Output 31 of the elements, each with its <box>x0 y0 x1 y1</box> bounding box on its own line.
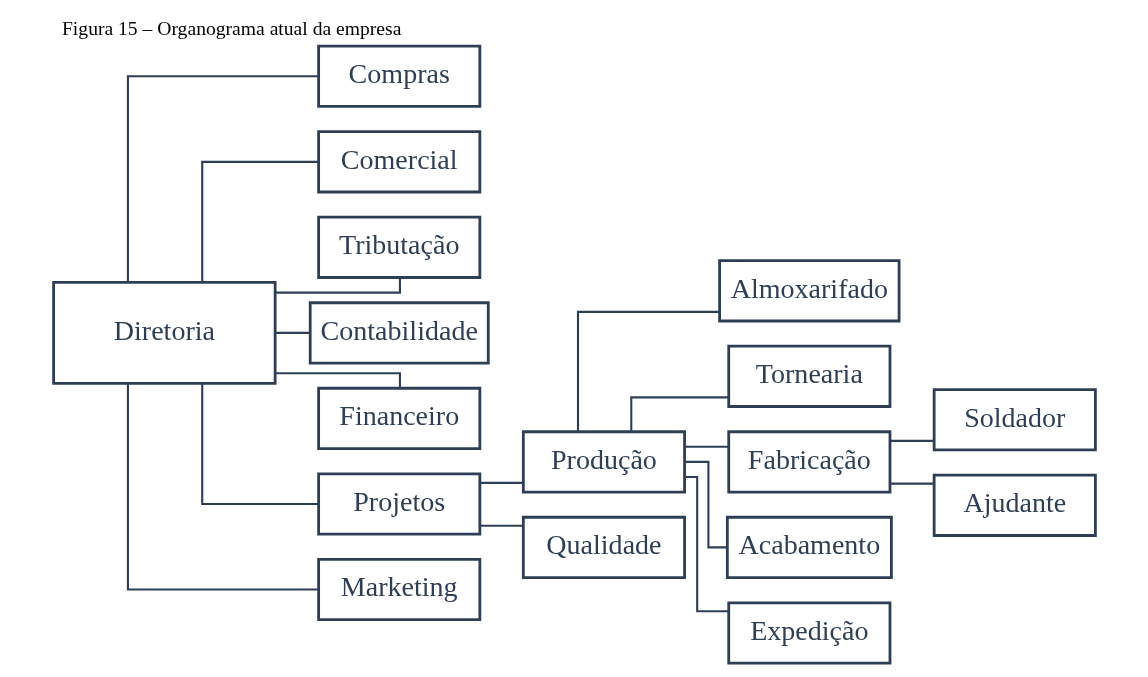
connector <box>890 482 933 485</box>
node-box: Projetos <box>316 472 481 536</box>
node-box: Tributação <box>316 215 481 279</box>
connector <box>126 75 319 283</box>
connector <box>479 524 523 527</box>
node-box: Diretoria <box>51 281 277 385</box>
node-box: Ajudante <box>932 473 1097 537</box>
connector <box>684 475 728 613</box>
connector <box>479 481 523 484</box>
connector <box>890 439 933 442</box>
connector <box>275 331 310 334</box>
node-box: Qualidade <box>521 515 686 579</box>
connector <box>629 396 729 432</box>
diagram-title: Figura 15 – Organograma atual da empresa <box>61 18 401 40</box>
node-box: Compras <box>316 44 481 108</box>
node-box: Tornearia <box>726 344 891 408</box>
node-box: Fabricação <box>726 430 891 494</box>
node-box: Financeiro <box>316 386 481 450</box>
node-box: Marketing <box>316 557 481 622</box>
node-box: Produção <box>521 430 686 494</box>
node-box: Expedição <box>726 601 891 665</box>
node-box: Contabilidade <box>308 301 490 365</box>
node-box: Acabamento <box>725 515 893 579</box>
node-box: Soldador <box>932 388 1097 452</box>
connector <box>684 445 728 448</box>
connector <box>576 310 719 432</box>
connector <box>126 383 319 591</box>
connector <box>200 160 319 283</box>
node-box: Almoxarifado <box>717 259 900 323</box>
connector <box>200 383 319 505</box>
node-box: Comercial <box>316 130 481 194</box>
